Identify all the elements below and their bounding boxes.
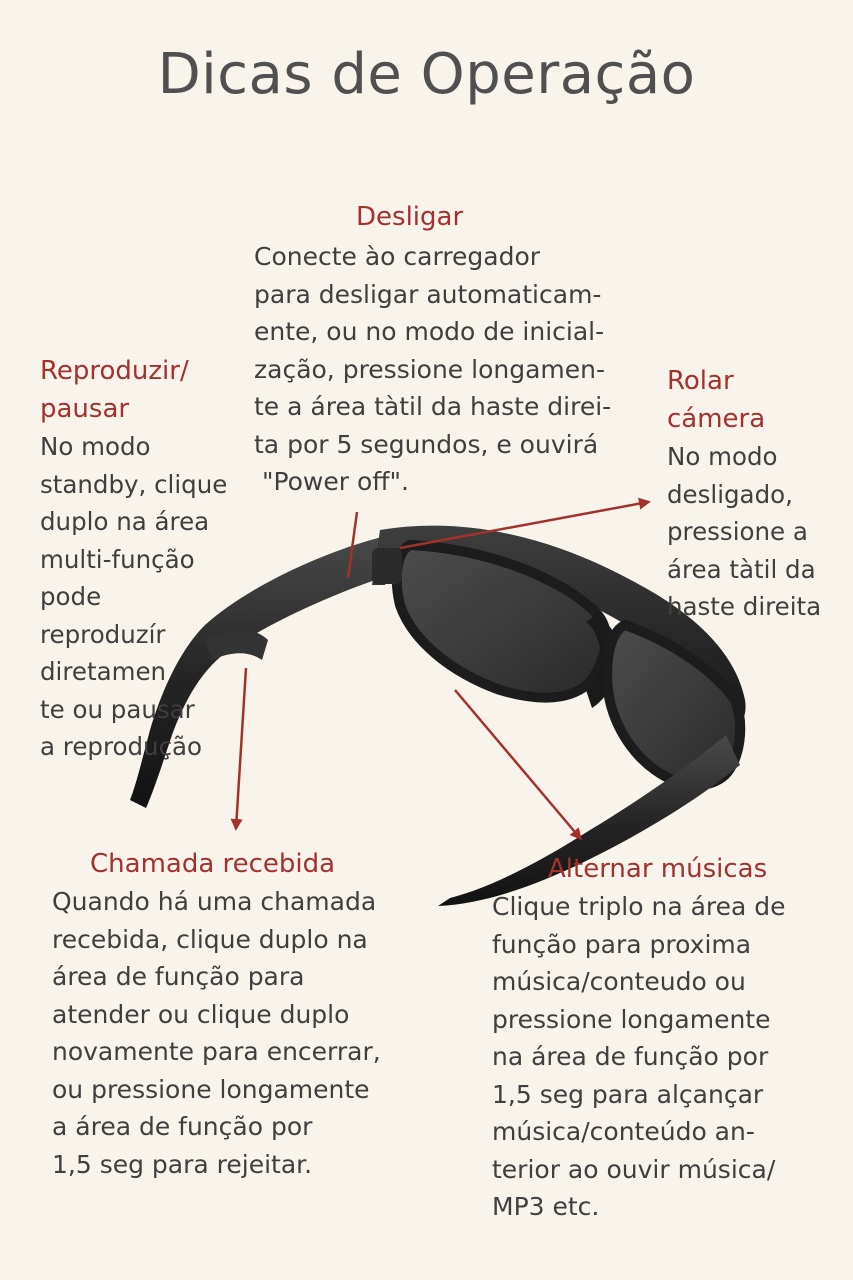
text-line: te a área tàtil da haste direi- [254,392,612,421]
text-line: terior ao ouvir música/ [492,1154,776,1184]
text-line: duplo na área [40,507,210,536]
heading-reproduzir-line: pausar [40,394,130,424]
text-line: ta por 5 segundos, e ouvirá [254,429,599,459]
text-line: No modo [667,442,778,471]
text-line: área de função para [52,962,305,991]
text-line: recebida, clique duplo na [52,924,368,954]
text-line: área tàtil da [667,554,816,584]
text-line: multi-função [40,544,195,574]
text-line: 1,5 seg para rejeitar. [52,1149,313,1179]
text-line: ente, ou no modo de inicial- [254,317,605,346]
text-line: função para proxima [492,929,752,959]
text-line: te ou pausar [40,694,195,724]
text-line: zação, pressione longamen- [254,354,606,384]
text-line: Clique triplo na área de [492,892,786,921]
heading-chamada: Chamada recebida [90,849,336,879]
arrow-desligar [346,511,359,579]
text-line: ou pressione longamente [52,1074,370,1104]
text-line: música/conteudo ou [492,967,746,996]
text-line: pressione longamente [492,1004,771,1034]
text-alternar: Clique triplo na área de função para pro… [492,888,786,1226]
text-line: desligado, [667,479,793,509]
page-title: Dicas de Operação [157,42,696,107]
text-line: para desligar automaticam- [254,279,602,309]
text-line: Quando há uma chamada [52,887,377,916]
heading-desligar: Desligar [356,202,464,232]
right-temple [438,735,740,906]
text-line: Conecte ào carregador [254,242,541,271]
section-chamada: Chamada recebida Quando há uma chamada r… [52,845,381,1183]
text-line: a reprodução [40,732,203,761]
arrow-chamada [230,667,248,831]
section-desligar: Desligar Conecte ào carregador para desl… [254,198,611,501]
text-line: na área de função por [492,1042,769,1071]
text-line: standby, clique [40,469,228,499]
section-rolar: Rolar cámera No modo desligado, pression… [667,362,821,626]
text-line: a área de função por [52,1112,313,1141]
arrow-alternar [454,689,582,841]
text-line: MP3 etc. [492,1192,600,1221]
heading-alternar: Alternar músicas [548,854,768,884]
heading-rolar-line: cámera [667,404,766,434]
text-line: haste direita [667,592,822,621]
arrow-rolar [399,497,651,550]
text-line: reproduzír [40,619,166,649]
text-line: 1,5 seg para alçançar [492,1079,764,1109]
text-line: atender ou clique duplo [52,999,350,1029]
text-line: música/conteúdo an- [492,1117,755,1146]
text-reproduzir: No modo standby, clique duplo na área mu… [40,428,227,766]
left-lens [391,539,611,703]
section-reproduzir: Reproduzir/ pausar No modo standby, cliq… [40,352,227,766]
text-line: No modo [40,432,151,461]
text-line: pressione a [667,517,808,546]
text-line: novamente para encerrar, [52,1037,381,1066]
heading-reproduzir-line: Reproduzir/ [40,356,189,386]
text-chamada: Quando há uma chamada recebida, clique d… [52,883,381,1183]
section-alternar: Alternar músicas Clique triplo na área d… [492,850,786,1226]
text-line: "Power off". [254,467,409,496]
text-desligar: Conecte ào carregador para desligar auto… [254,238,611,501]
text-rolar: No modo desligado, pressione a área tàti… [667,438,821,626]
text-line: diretamen [40,657,167,686]
heading-rolar-line: Rolar [667,366,734,396]
text-line: pode [40,582,102,611]
